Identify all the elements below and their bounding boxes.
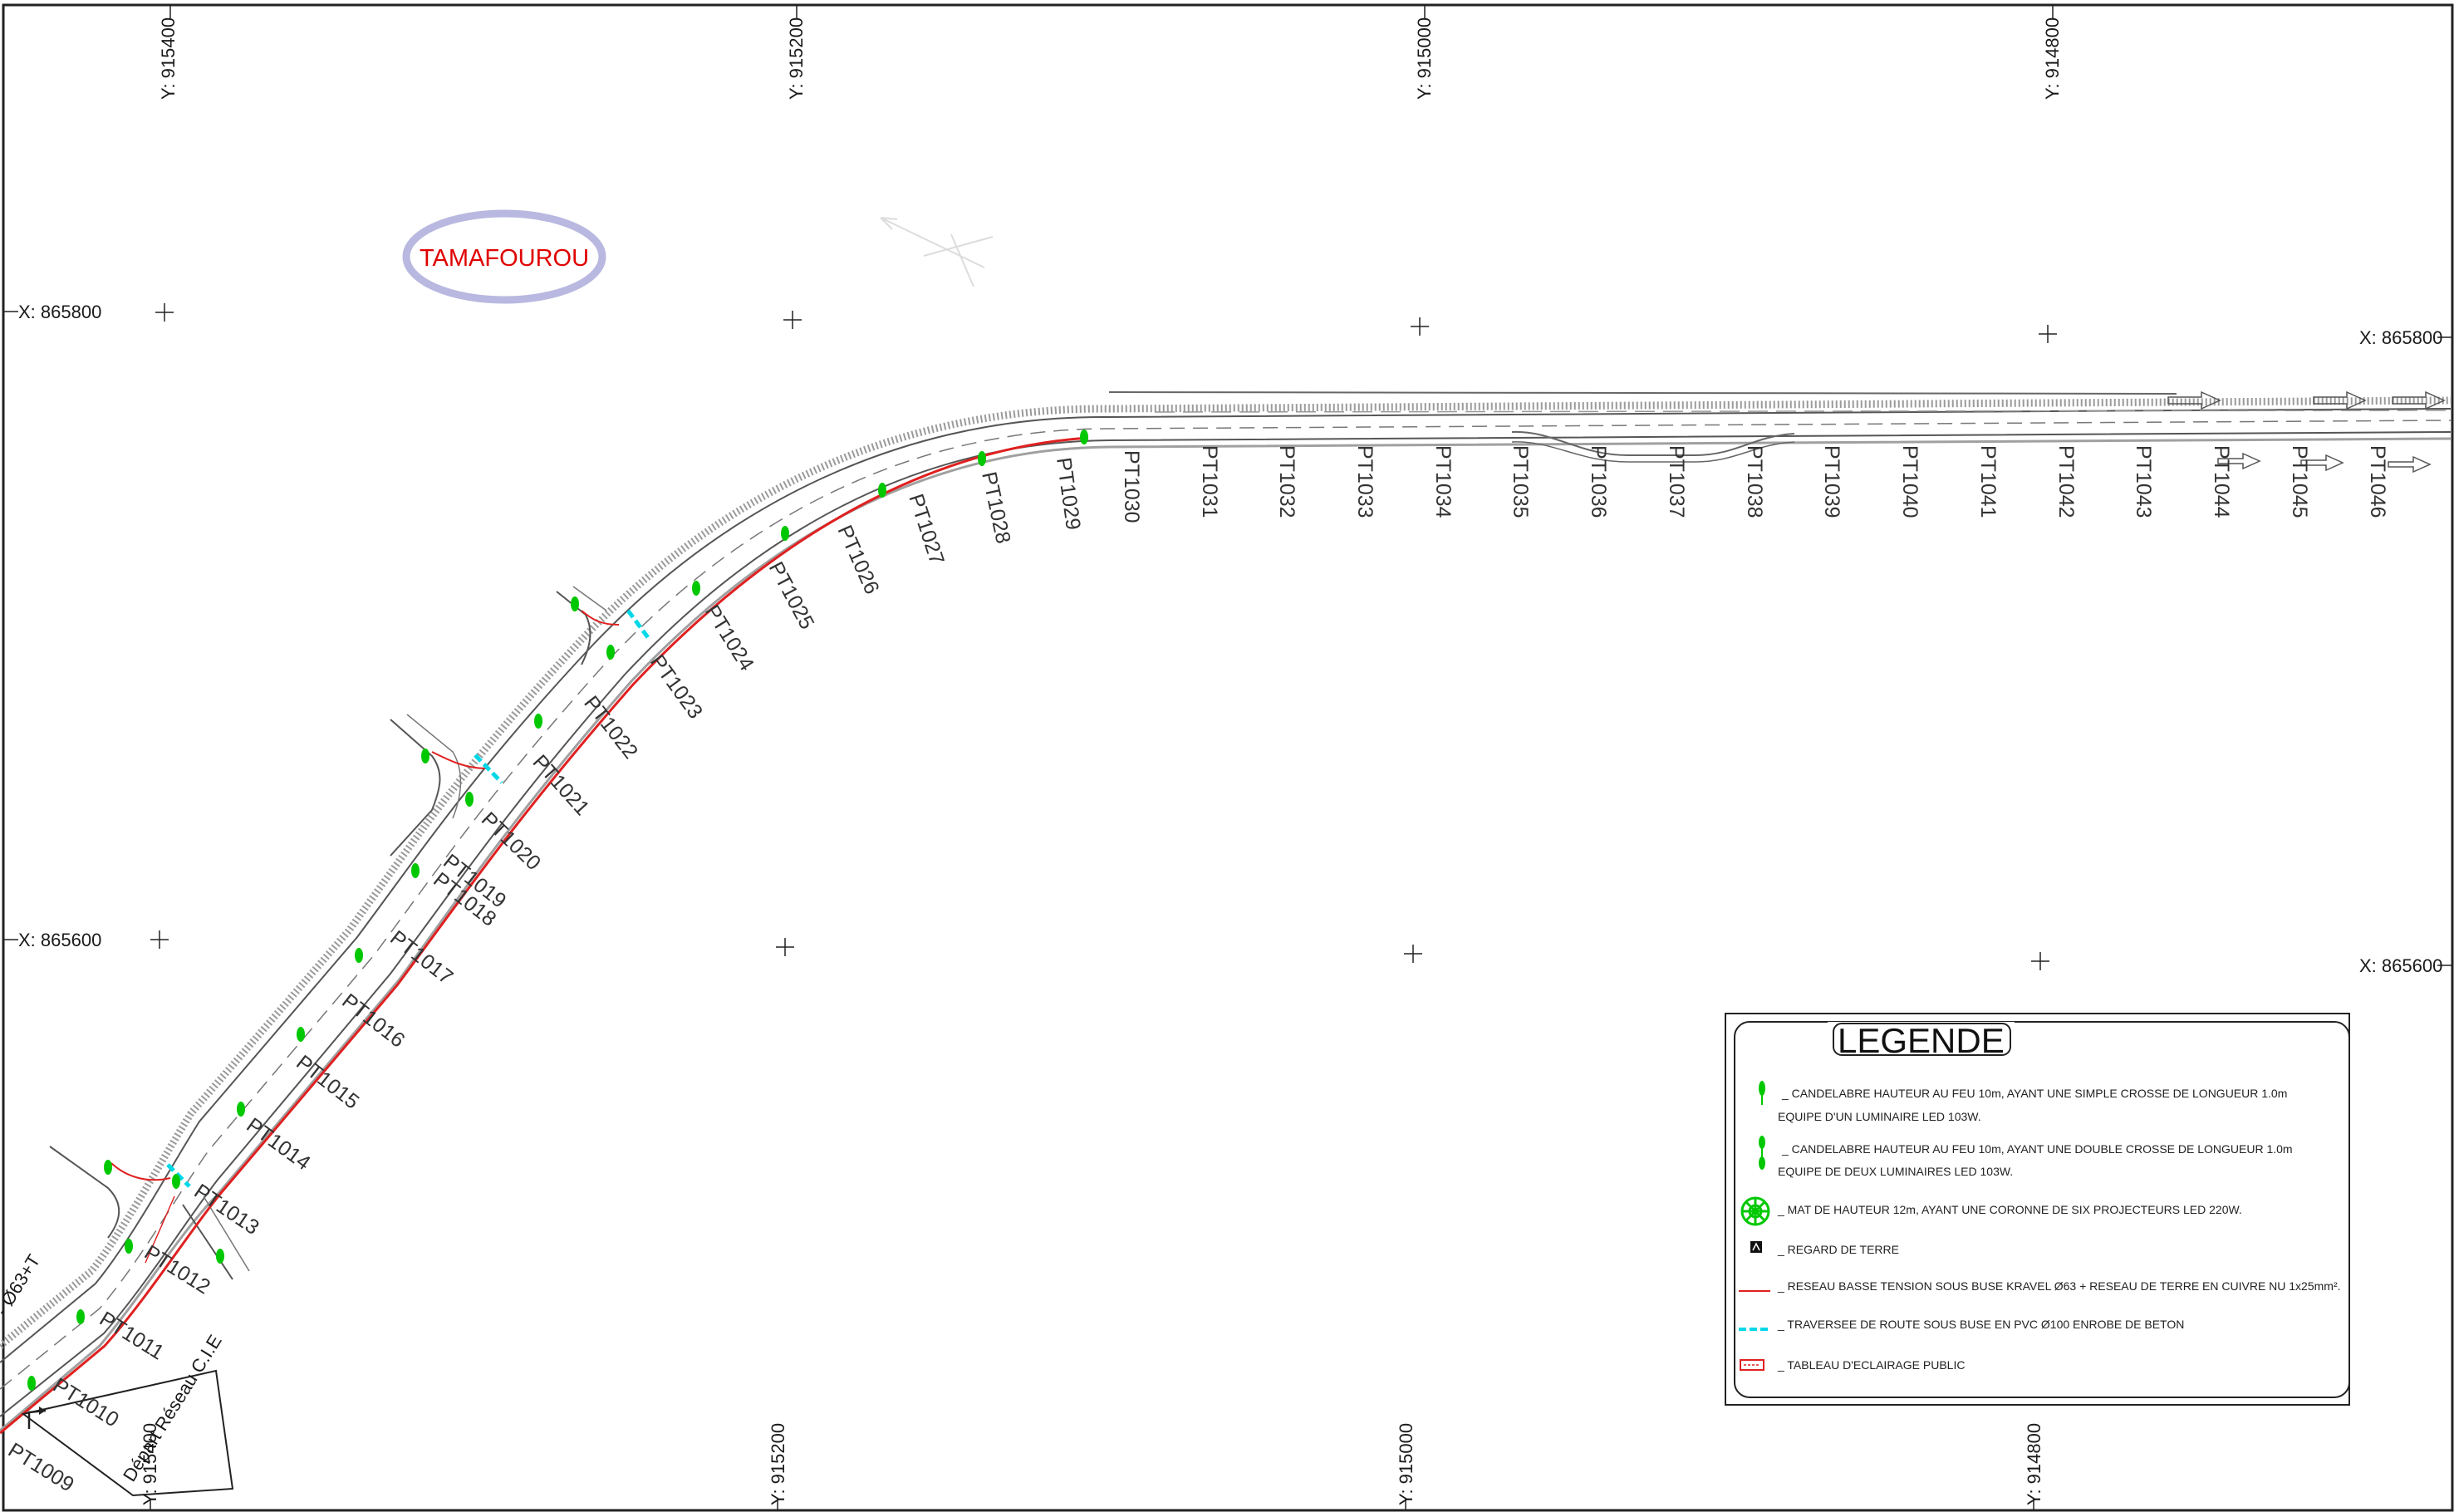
legend-item-6: _ TRAVERSEE DE ROUTE SOUS BUSE EN PVC Ø1… [1777,1318,2184,1331]
legend-item-2-line-2: EQUIPE DE DEUX LUMINAIRES LED 103W. [1778,1165,2013,1178]
lamp-marker [978,451,986,466]
point-label: PT1036 [1587,445,1610,518]
point-label: PT1017 [385,926,457,989]
point-label: PT1012 [140,1240,214,1298]
legend-item-1-line-1: _ CANDELABRE HAUTEUR AU FEU 10m, AYANT U… [1781,1087,2287,1100]
point-label: PT1027 [904,491,949,567]
grid-label-top-2: Y: 915200 [786,17,807,100]
lamp-marker [104,1160,112,1175]
point-label: PT1015 [292,1051,363,1114]
lamp-marker [606,645,615,660]
place-ellipse [402,209,606,304]
lamp-marker [355,948,363,963]
manhole-icon [1750,1241,1762,1253]
point-label: PT1039 [1820,445,1843,518]
sheet-frame [2,3,2454,1512]
point-label: PT1025 [764,558,819,633]
point-label: PT1045 [2288,445,2311,518]
point-label: PT1028 [977,469,1015,545]
point-label: PT1026 [833,522,884,597]
point-label: PT1021 [528,750,594,820]
point-label: PT1022 [579,691,642,763]
lamp-marker [76,1309,85,1324]
panel-icon [1740,1359,1764,1371]
lamp-marker [692,581,700,596]
legend-item-4: _ REGARD DE TERRE [1777,1243,1899,1256]
cable-network [0,436,1089,1435]
point-label: PT1031 [1198,445,1221,518]
grid-label-left-2: X: 865600 [18,930,101,950]
grid-label-left-1: X: 865800 [18,302,101,322]
point-label: PT1033 [1353,445,1377,518]
grid-label-bottom-2: Y: 915200 [768,1423,788,1505]
lamp-marker [237,1102,245,1117]
point-label: PT1035 [1509,445,1532,518]
point-label: PT1040 [1898,445,1921,518]
grid-label-top-3: Y: 915000 [1414,17,1435,100]
grid-label-top-4: Y: 914800 [2042,17,2063,100]
lamp-marker [465,792,474,807]
grid-label-right-2: X: 865600 [2359,955,2442,976]
mast-icon [1740,1196,1770,1226]
grid-label-top-1: Y: 915400 [158,17,179,100]
legend-title-box [1833,1023,2011,1056]
legend: LEGENDE _ CANDELABRE HAUTEUR AU FEU 10m,… [1725,1013,2350,1406]
point-label: PT1030 [1120,450,1143,523]
point-label: PT1037 [1665,445,1688,518]
point-label: PT1010 [49,1373,123,1431]
point-label: PT1034 [1431,445,1455,518]
lamp-marker [27,1376,36,1391]
point-label: PT1024 [700,601,758,675]
legend-item-1-line-2: EQUIPE D'UN LUMINAIRE LED 103W. [1778,1110,1981,1123]
point-label: PT1041 [1976,445,2000,518]
point-label: PT1023 [645,650,707,723]
legend-frame [1725,1013,2350,1406]
place-name: TAMAFOUROU [420,245,589,272]
lamp-marker [878,483,886,498]
grid-label-bottom-1: Y: 915400 [140,1423,160,1505]
point-label: PT1043 [2132,445,2155,518]
legend-item-7: _ TABLEAU D'ECLAIRAGE PUBLIC [1777,1358,1965,1372]
point-label: PT1044 [2210,445,2233,518]
point-label: PT1029 [1052,456,1085,532]
lamp-marker [534,714,542,729]
place-label: TAMAFOUROU [402,209,606,304]
lamp-marker [125,1239,133,1254]
lamp-marker [571,596,579,611]
legend-inner-frame [1734,1021,2350,1398]
point-label: PT1032 [1275,445,1298,518]
legend-item-3: _ MAT DE HAUTEUR 12m, AYANT UNE CORONNE … [1777,1203,2242,1216]
grid-label-bottom-4: Y: 914800 [2024,1423,2044,1505]
double-lamp-icon [1759,1136,1765,1170]
depart-label: Départ Réseau C.I.E [119,1331,226,1485]
lamp-marker [421,749,429,763]
legend-title-bg [1828,1022,2015,1055]
legend-item-5: _ RESEAU BASSE TENSION SOUS BUSE KRAVEL … [1777,1279,2341,1293]
road [0,390,2452,1432]
point-label: PT1042 [2054,445,2078,518]
point-label: PT1038 [1743,445,1766,518]
legend-item-2-line-1: _ CANDELABRE HAUTEUR AU FEU 10m, AYANT U… [1781,1142,2293,1156]
lamp-marker [172,1174,180,1189]
grid-label-bottom-3: Y: 915000 [1396,1423,1416,1505]
lamp-marker [781,526,789,541]
lamp-marker [1080,430,1088,444]
grid-crosses [150,303,2057,970]
road-crossings [166,609,652,1188]
legend-title: LEGENDE [1838,1021,2005,1060]
point-label: PT1046 [2366,445,2389,518]
lamp-marker [216,1249,224,1264]
grid-label-right-1: X: 865800 [2359,327,2442,348]
lamps [27,430,1088,1391]
chainage-label: - Ø63+T [0,1250,44,1318]
north-arrow-watermark [880,217,994,287]
lamp-marker [297,1027,305,1042]
grid-edge-ticks [3,5,2452,1510]
lamp-marker [411,863,420,878]
single-lamp-icon [1759,1081,1765,1105]
